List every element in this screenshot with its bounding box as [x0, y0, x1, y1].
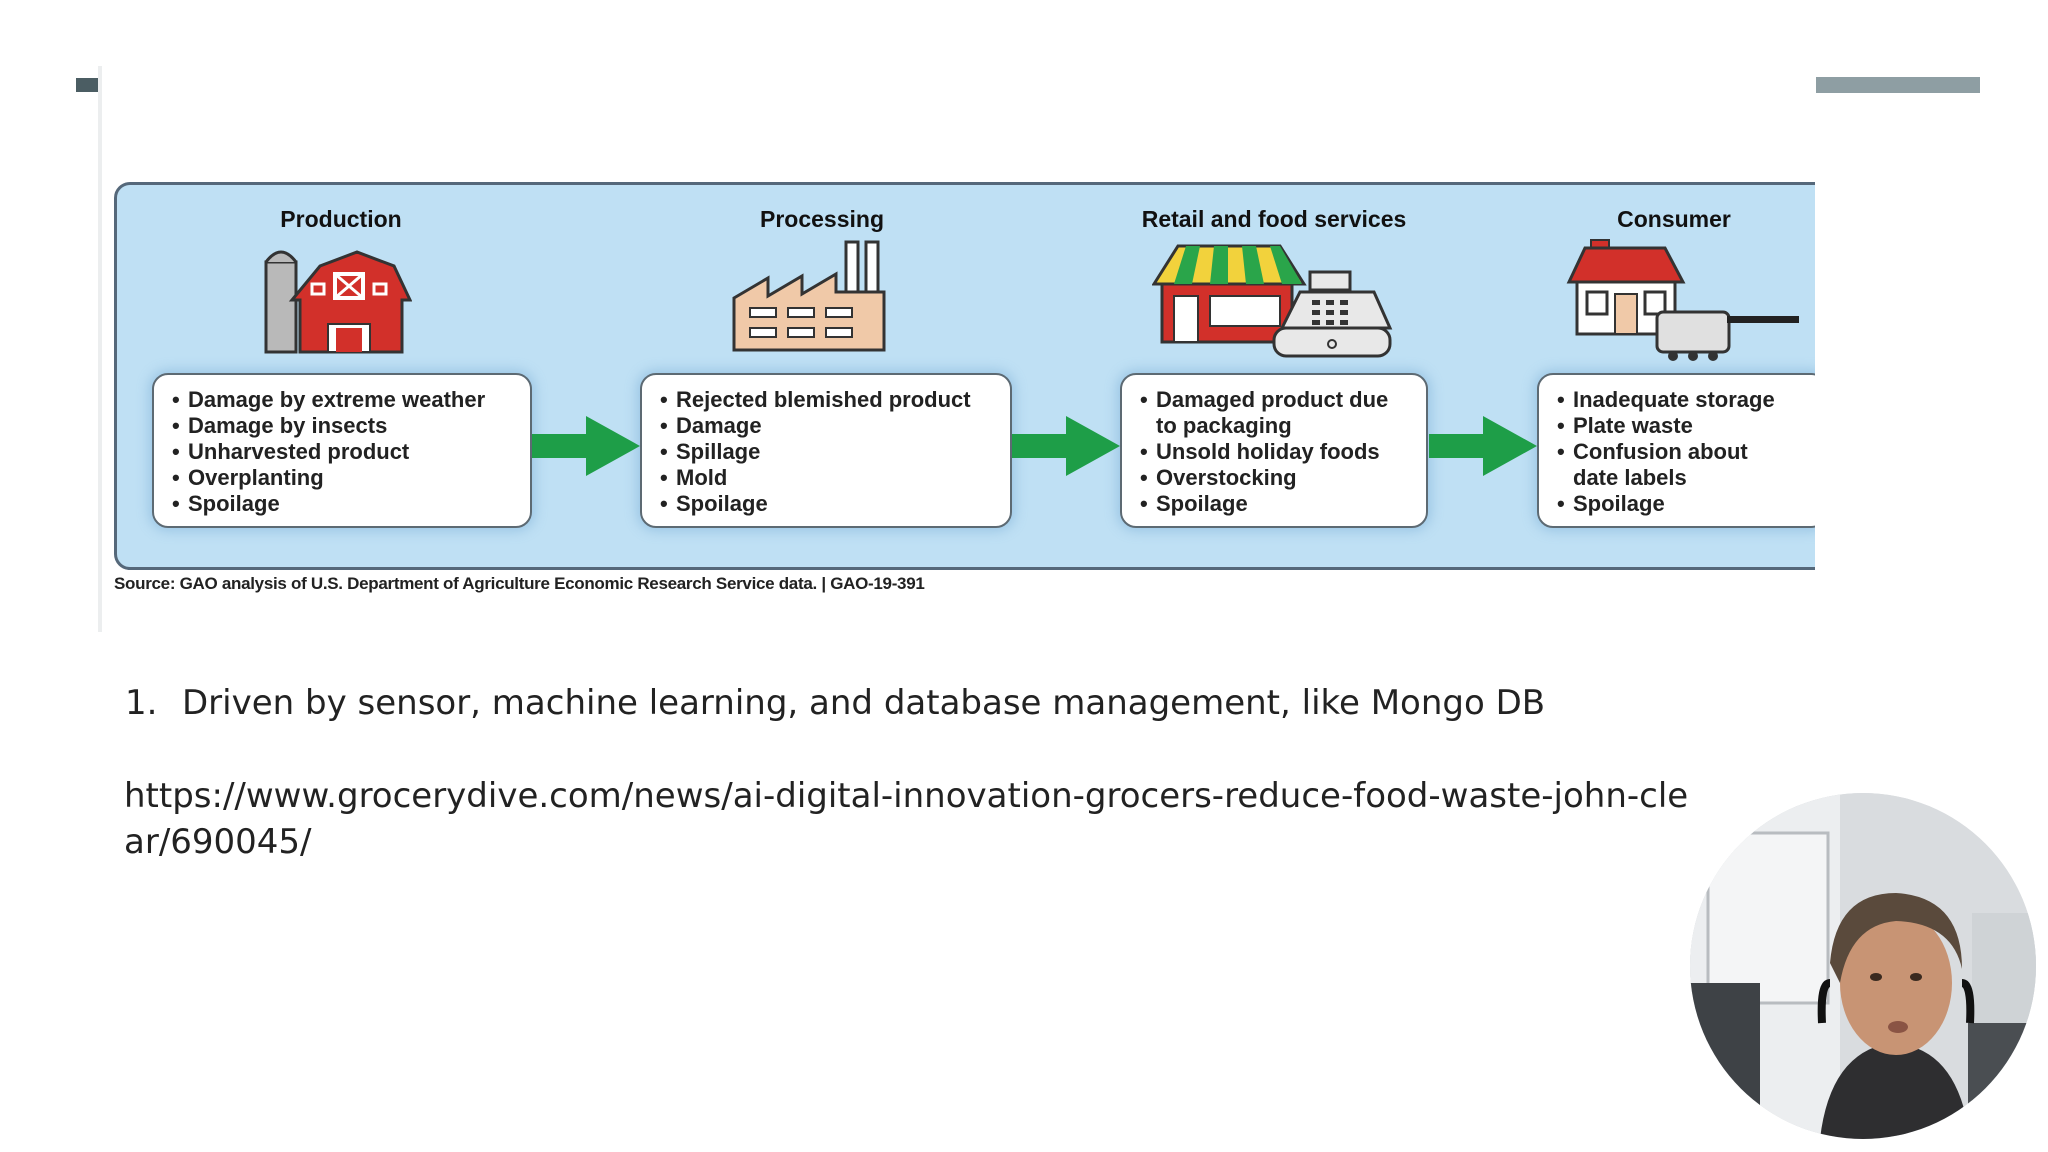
stage-box-processing: Rejected blemished product Damage Spilla… [640, 373, 1012, 528]
list-item: Plate waste [1557, 413, 1813, 439]
list-item: date labels [1573, 465, 1687, 490]
stage-title-consumer: Consumer [1617, 206, 1731, 232]
list-item: Overstocking [1140, 465, 1414, 491]
list-item: Overplanting [172, 465, 518, 491]
list-item: Unsold holiday foods [1140, 439, 1414, 465]
list-item: Confusion about [1557, 439, 1813, 465]
list-item: to packaging [1156, 413, 1292, 438]
flow-arrow-icon [532, 416, 640, 476]
list-item: Damage [660, 413, 998, 439]
list-item: Damage by insects [172, 413, 518, 439]
stage-box-consumer: Inadequate storage Plate waste Confusion… [1537, 373, 1815, 528]
list-item: Inadequate storage [1557, 387, 1813, 413]
list-item: Spoilage [1140, 491, 1414, 517]
point-number: 1. [125, 683, 158, 723]
slide-accent-right [1816, 77, 1980, 93]
factory-icon [732, 240, 886, 352]
barn-icon [264, 250, 412, 354]
house-icon [1566, 239, 1799, 361]
article-link[interactable]: https://www.grocerydive.com/news/ai-digi… [124, 776, 1689, 862]
list-item: Damaged product due [1140, 387, 1414, 413]
presenter-webcam [1690, 793, 2036, 1139]
stage-title-retail: Retail and food services [1141, 206, 1407, 232]
stage-title-processing: Processing [760, 206, 884, 232]
list-item: Unharvested product [172, 439, 518, 465]
slide-divider [98, 66, 102, 632]
stage-title-production: Production [280, 206, 402, 232]
point-text: Driven by sensor, machine learning, and … [182, 683, 1546, 723]
list-item: Spoilage [660, 491, 998, 517]
presenter-video-icon [1690, 793, 2036, 1139]
stage-box-production: Damage by extreme weather Damage by inse… [152, 373, 532, 528]
list-item: Damage by extreme weather [172, 387, 518, 413]
slide-accent-left [76, 78, 98, 92]
diagram-source: Source: GAO analysis of U.S. Department … [114, 574, 925, 593]
list-item: Mold [660, 465, 998, 491]
food-loss-diagram: Production Processing Retail and food se… [110, 178, 1815, 598]
flow-arrow-icon [1429, 416, 1537, 476]
list-item: Spillage [660, 439, 998, 465]
store-icon [1152, 244, 1393, 358]
list-item: Rejected blemished product [660, 387, 998, 413]
flow-arrow-icon [1012, 416, 1120, 476]
numbered-point: 1. Driven by sensor, machine learning, an… [125, 683, 1545, 723]
list-item: Spoilage [1557, 491, 1813, 517]
list-item: Spoilage [172, 491, 518, 517]
stage-box-retail: Damaged product due to packaging Unsold … [1120, 373, 1428, 528]
